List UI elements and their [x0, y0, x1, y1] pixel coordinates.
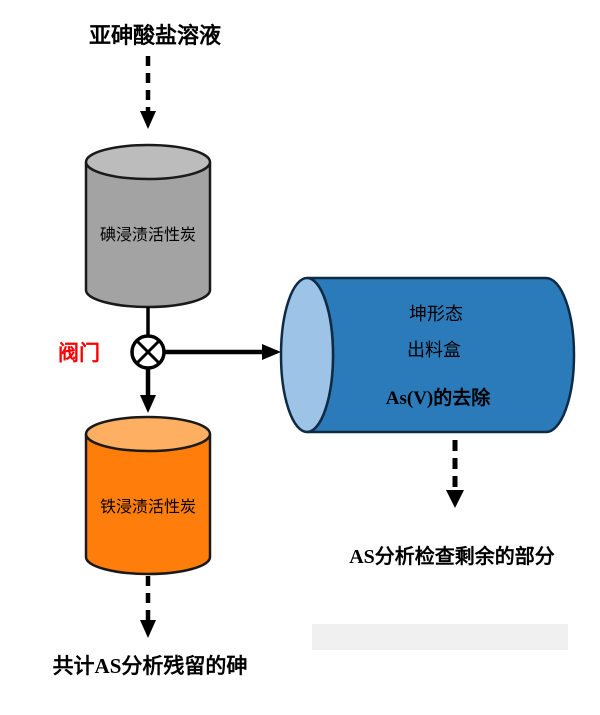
blue-vessel: 坤形态 出料盒 As(V)的去除: [279, 276, 576, 434]
valve-symbol: [130, 334, 166, 370]
feed-arrow-head: [140, 111, 156, 129]
valve-label: 阀门: [58, 341, 100, 365]
vessel-label-line3: As(V)的去除: [386, 386, 491, 409]
valve-to-vessel-arrow: [165, 344, 281, 360]
feed-arrow: [140, 56, 156, 129]
bottom-output-label: 共计AS分析残留的砷: [53, 654, 248, 678]
iodine-carbon-label: 碘浸渍活性炭: [100, 226, 196, 244]
blue-vessel-cap: [279, 276, 335, 434]
iron-carbon-label: 铁浸渍活性炭: [100, 498, 196, 516]
vessel-label-line1: 坤形态: [409, 304, 463, 324]
feed-solution-label: 亚砷酸盐溶液: [89, 23, 221, 48]
valve-cross-line-2: [135, 339, 161, 365]
vessel-output-label: AS分析检查剩余的部分: [349, 544, 555, 568]
orange-cylinder-top: [84, 415, 212, 453]
vessel-output-head: [446, 490, 464, 508]
gray-cylinder: 碘浸渍活性炭: [84, 143, 212, 309]
orange-cylinder: 铁浸渍活性炭: [84, 415, 212, 576]
valve-to-vessel-head: [262, 344, 281, 360]
valve-to-orange-arrow: [140, 369, 156, 413]
vessel-output-arrow: [446, 440, 464, 508]
valve-to-orange-head: [140, 395, 156, 413]
orange-output-head: [140, 620, 156, 638]
orange-cylinder-body: [84, 434, 212, 576]
gray-cylinder-top: [84, 143, 212, 181]
faint-box: [312, 624, 568, 650]
orange-output-arrow: [140, 576, 156, 638]
vessel-label-line2: 出料盒: [407, 340, 461, 360]
